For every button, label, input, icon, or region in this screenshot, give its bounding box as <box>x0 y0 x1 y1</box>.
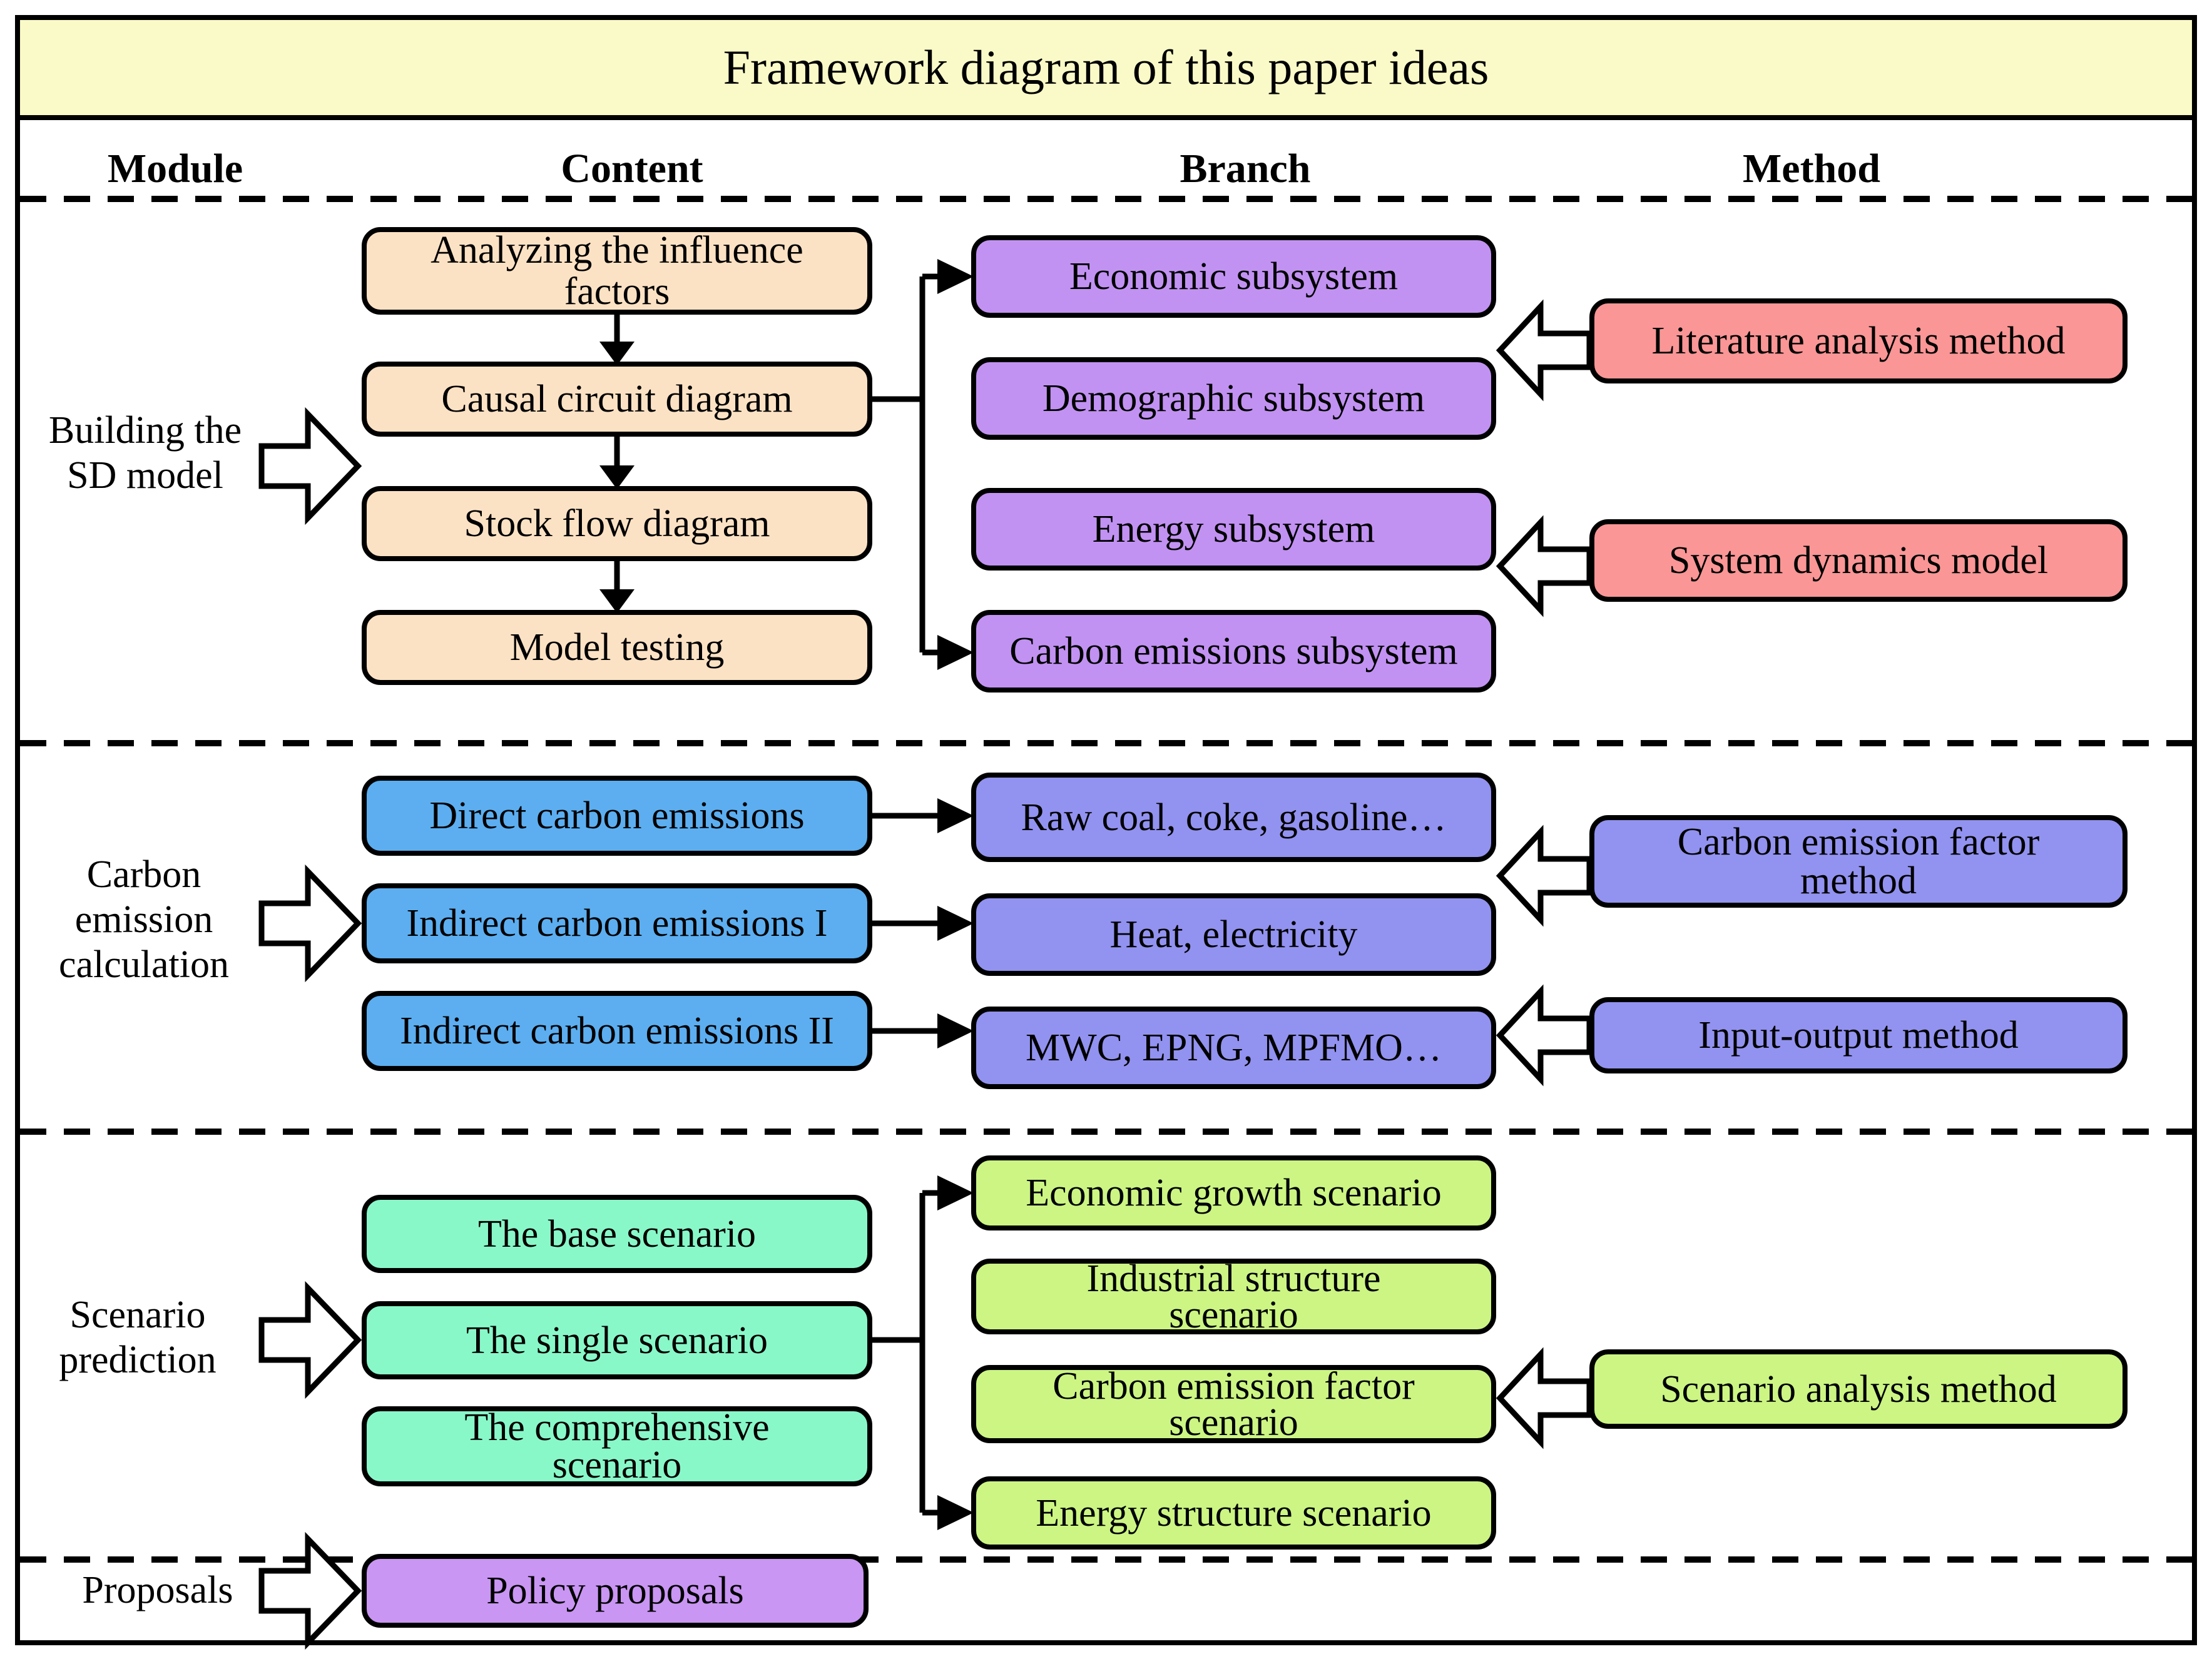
box-direct-carbon-emissions: Direct carbon emissions <box>362 776 872 856</box>
box-indirect-carbon-emissions-1: Indirect carbon emissions I <box>362 883 872 963</box>
box-economic-subsystem: Economic subsystem <box>971 235 1496 318</box>
box-economic-growth-scenario: Economic growth scenario <box>971 1155 1496 1230</box>
box-indirect-carbon-emissions-2: Indirect carbon emissions II <box>362 991 872 1071</box>
box-system-dynamics-model: System dynamics model <box>1589 519 2128 602</box>
box-industrial-structure-scenario: Industrial structure scenario <box>971 1259 1496 1334</box>
box-analyzing-influence-factors: Analyzing the influence factors <box>362 227 872 315</box>
box-single-scenario: The single scenario <box>362 1301 872 1379</box>
box-input-output-method: Input-output method <box>1589 997 2128 1073</box>
box-carbon-emission-factor-scenario: Carbon emission factor scenario <box>971 1365 1496 1443</box>
module-label-scenario: Scenario prediction <box>59 1294 217 1381</box>
box-heat-electricity: Heat, electricity <box>971 893 1496 976</box>
box-base-scenario: The base scenario <box>362 1195 872 1273</box>
box-raw-coal-coke-gasoline: Raw coal, coke, gasoline… <box>971 773 1496 862</box>
section-divider-4 <box>20 1556 2192 1563</box>
page-title: Framework diagram of this paper ideas <box>723 40 1489 94</box>
section-divider-1 <box>20 196 2192 202</box>
box-demographic-subsystem: Demographic subsystem <box>971 357 1496 440</box>
box-comprehensive-scenario: The comprehensive scenario <box>362 1406 872 1486</box>
column-header-branch: Branch <box>1180 146 1311 191</box>
title-bar: Framework diagram of this paper ideas <box>15 15 2197 120</box>
section-divider-2 <box>20 740 2192 746</box>
box-stock-flow-diagram: Stock flow diagram <box>362 486 872 561</box>
column-header-method: Method <box>1743 146 1880 191</box>
box-mwc-epng-mpfmo: MWC, EPNG, MPFMO… <box>971 1007 1496 1089</box>
box-scenario-analysis-method: Scenario analysis method <box>1589 1349 2128 1429</box>
module-label-building-sd: Building the SD model <box>48 409 242 497</box>
module-label-carbon-calc: Carbon emission calculation <box>59 853 229 986</box>
column-header-module: Module <box>107 146 243 191</box>
box-policy-proposals: Policy proposals <box>362 1554 869 1628</box>
box-energy-structure-scenario: Energy structure scenario <box>971 1476 1496 1550</box>
box-causal-circuit-diagram: Causal circuit diagram <box>362 362 872 437</box>
box-carbon-emission-factor-method: Carbon emission factor method <box>1589 815 2128 908</box>
box-literature-analysis-method: Literature analysis method <box>1589 298 2128 383</box>
column-header-content: Content <box>561 146 703 191</box>
box-carbon-emissions-subsystem: Carbon emissions subsystem <box>971 610 1496 693</box>
box-energy-subsystem: Energy subsystem <box>971 488 1496 571</box>
box-model-testing: Model testing <box>362 610 872 685</box>
section-divider-3 <box>20 1129 2192 1135</box>
module-label-proposals: Proposals <box>82 1569 233 1611</box>
